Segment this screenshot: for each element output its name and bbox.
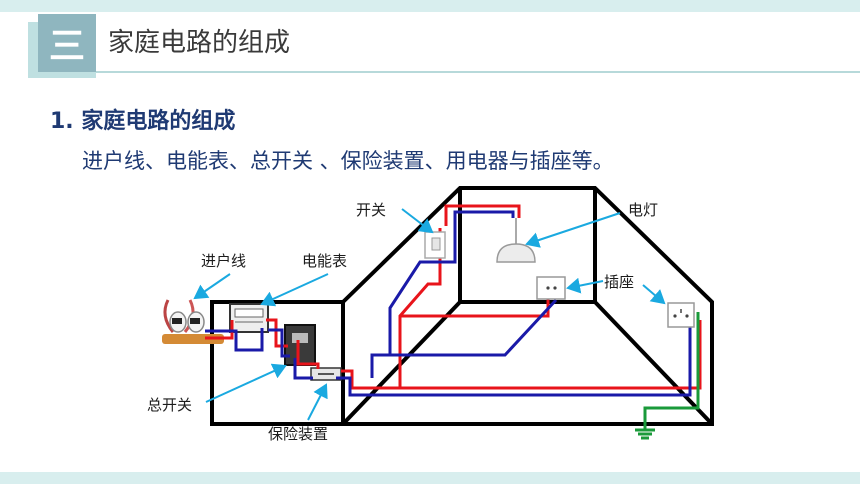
pointer-arrows [193, 208, 666, 421]
neutral-wires [205, 210, 692, 397]
meter-device [229, 303, 269, 333]
header-band [0, 12, 860, 74]
label-fuse: 保险装置 [268, 425, 328, 443]
label-main-switch: 总开关 [147, 396, 192, 414]
bottom-strip [0, 472, 860, 484]
label-incoming-line: 进户线 [201, 252, 246, 270]
live-wires [205, 204, 702, 390]
header-underline [95, 71, 860, 73]
socket-device-2 [667, 302, 695, 328]
label-switch: 开关 [356, 201, 386, 219]
section-number-badge: 三 [38, 14, 96, 72]
socket-device-1 [536, 276, 566, 300]
label-lamp: 电灯 [628, 201, 658, 219]
top-strip [0, 0, 860, 12]
page-title: 家庭电路的组成 [108, 28, 291, 58]
body-text: 进户线、电能表、总开关 、保险装置、用电器与插座等。 [82, 149, 614, 173]
wall-switch-device [424, 231, 446, 259]
fuse-device [310, 367, 342, 381]
ground-wire [635, 312, 700, 440]
section-heading: 1. 家庭电路的组成 [50, 109, 236, 134]
label-meter: 电能表 [302, 252, 347, 270]
main-switch-device [284, 324, 316, 366]
lamp-device [496, 218, 536, 263]
label-socket: 插座 [604, 273, 634, 291]
